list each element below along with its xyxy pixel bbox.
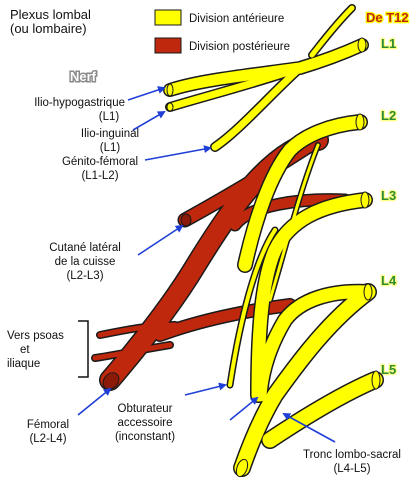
label-accessory-obturator-line2: accessoire <box>118 417 173 429</box>
label-lumbosacral-name: Tronc lombo-sacral <box>303 449 401 461</box>
root-label-l1: L1 <box>381 36 396 51</box>
label-ilioinguinal-roots: (L1) <box>100 142 121 154</box>
posterior-l4-branch <box>154 299 296 341</box>
label-accessory-obturator-line1: Obturateur <box>118 403 173 415</box>
arrow-cutaneous <box>137 224 184 256</box>
arrow-accessory-obturator <box>184 382 227 396</box>
root-label-l2: L2 <box>381 108 396 123</box>
label-lumbosacral-roots: (L4-L5) <box>333 463 370 475</box>
label-psoas-line3: iliaque <box>7 358 40 370</box>
label-femoral-name: Fémoral <box>27 419 69 431</box>
psoas-branch-1 <box>97 322 178 338</box>
genitofemoral-nerve <box>211 64 304 151</box>
legend-swatch-anterior <box>154 9 182 26</box>
label-iliohypogastric-roots: (L1) <box>99 111 120 123</box>
l4-anterior-root <box>253 285 375 402</box>
t12-contribution <box>309 5 355 58</box>
label-cutaneous-line2: de la cuisse <box>55 256 116 268</box>
anterior-division-nerves <box>163 4 384 478</box>
root-label-t12: De T12 <box>366 10 409 25</box>
nerve-labels: Ilio-hypogastrique (L1) Ilio-inguinal (L… <box>7 97 401 475</box>
arrow-femoral <box>77 387 112 416</box>
arrow-ilioinguinal <box>132 110 166 131</box>
label-psoas-line1: Vers psoas <box>7 330 64 342</box>
label-cutaneous-roots: (L2-L3) <box>66 270 103 282</box>
arrow-iliohypogastric <box>127 86 166 101</box>
root-label-l4: L4 <box>381 273 397 288</box>
label-arrows <box>77 86 336 443</box>
arrow-lumbosacral <box>282 413 336 443</box>
legend-label-posterior: Division postérieure <box>189 41 290 53</box>
arrow-obturator <box>229 396 259 421</box>
l2-anterior-root <box>238 115 367 272</box>
lumbosacral-trunk <box>234 284 376 476</box>
ilioinguinal-nerve <box>166 64 304 111</box>
legend-label-anterior: Division antérieure <box>189 13 284 25</box>
l5-root <box>262 372 383 448</box>
accessory-obturator-nerve <box>228 228 277 387</box>
l2-l3-connector <box>268 143 320 302</box>
label-accessory-obturator-line3: (inconstant) <box>115 431 175 443</box>
legend-swatch-posterior <box>154 37 182 54</box>
label-ilioinguinal-name: Ilio-inguinal <box>81 128 139 140</box>
root-label-l5: L5 <box>381 362 396 377</box>
psoas-bracket <box>78 320 89 378</box>
root-label-l3: L3 <box>381 188 396 203</box>
psoas-branch-2 <box>92 342 173 361</box>
label-femoral-roots: (L2-L4) <box>29 433 66 445</box>
title-line-2: (ou lombaire) <box>10 21 87 36</box>
title-line-1: Plexus lombal <box>10 7 91 22</box>
label-iliohypogastric-name: Ilio-hypogastrique <box>34 97 125 109</box>
lateral-cutaneous-nerve <box>179 134 324 226</box>
nerf-header: Nerf <box>70 69 97 84</box>
label-psoas-line2: et <box>20 344 30 356</box>
obturator-nerve <box>251 193 372 402</box>
label-cutaneous-line1: Cutané latéral <box>49 242 121 254</box>
femoral-nerve <box>100 130 328 390</box>
arrow-genitofemoral <box>144 145 212 161</box>
label-genitofemoral-name: Génito-fémoral <box>62 156 138 168</box>
label-genitofemoral-roots: (L1-L2) <box>81 170 118 182</box>
